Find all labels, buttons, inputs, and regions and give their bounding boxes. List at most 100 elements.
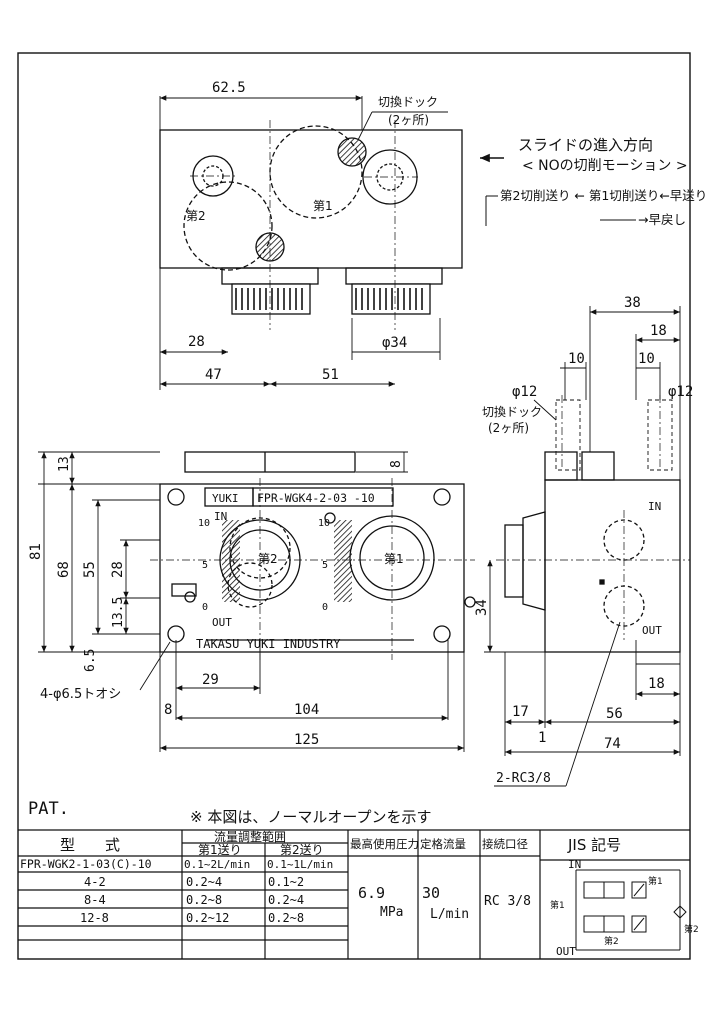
header-second-feed: 第2送り — [280, 842, 324, 857]
dim-47: 47 — [205, 367, 222, 383]
row-first-1: 0.1~2L/min — [184, 858, 250, 871]
header-jis: JIS 記号 — [567, 836, 621, 854]
row-first-3: 0.2~8 — [186, 893, 222, 907]
label-out-front: OUT — [212, 616, 232, 629]
scale-left-10: 10 — [198, 518, 210, 529]
row-first-4: 0.2~12 — [186, 911, 229, 925]
dim-29: 29 — [202, 672, 219, 688]
dim-8-top: 8 — [389, 460, 404, 468]
slide-note-title: スライドの進入方向 — [518, 136, 653, 154]
dim-1: 1 — [538, 730, 546, 746]
row-first-2: 0.2~4 — [186, 875, 222, 889]
jis-first-b: 第1 — [550, 899, 565, 911]
row-model-3: 8-4 — [84, 893, 106, 907]
jis-first-a: 第1 — [648, 875, 663, 887]
dim-56: 56 — [606, 706, 623, 722]
dim-17: 17 — [512, 704, 529, 720]
slide-note-return: →早戻し — [638, 212, 686, 227]
front-view — [38, 451, 476, 752]
slide-note-sequence: 第2切削送り ← 第1切削送り←早送り — [500, 188, 707, 203]
flow-value: 30 — [422, 884, 440, 902]
dim-81: 81 — [28, 543, 44, 560]
dim-62-5: 62.5 — [212, 80, 246, 96]
label-switch-dog: 切換ドック — [378, 95, 438, 109]
side-view — [484, 306, 690, 787]
port-value: RC 3/8 — [484, 894, 531, 909]
label-second-top: 第2 — [186, 209, 206, 223]
dim-55: 55 — [82, 561, 98, 578]
dim-34-side: 34 — [474, 599, 490, 616]
nameplate-brand: YUKI — [212, 492, 239, 505]
row-second-3: 0.2~4 — [268, 893, 304, 907]
top-view — [159, 95, 463, 390]
scale-right-10: 10 — [318, 518, 330, 529]
label-in-front: IN — [214, 510, 227, 523]
row-model-2: 4-2 — [84, 875, 106, 889]
ports-label: 2-RC3/8 — [496, 771, 551, 786]
label-second-front: 第2 — [258, 552, 278, 566]
row-second-2: 0.1~2 — [268, 875, 304, 889]
dim-18-bottom: 18 — [648, 676, 665, 692]
label-switch-dog-count-side: (2ヶ所) — [488, 421, 529, 435]
dim-104: 104 — [294, 702, 319, 718]
dim-phi12-left: φ12 — [512, 384, 537, 400]
slide-note-subtitle: < NOの切削モーション > — [522, 158, 688, 174]
label-in-side: IN — [648, 500, 661, 513]
row-second-4: 0.2~8 — [268, 911, 304, 925]
maker-name: TAKASU YUKI INDUSTRY — [196, 637, 341, 651]
header-flow-range: 流量調整範囲 — [214, 829, 286, 844]
pat-label: PAT. — [28, 799, 69, 819]
flow-unit: L/min — [430, 907, 469, 922]
label-switch-dog-count: (2ヶ所) — [388, 113, 429, 127]
header-first-feed: 第1送り — [198, 842, 242, 857]
pressure-value: 6.9 — [358, 884, 385, 902]
front-view-labels: YUKI FPR-WGK4-2-03 -10 TAKASU YUKI INDUS… — [28, 456, 404, 748]
spec-table-grid — [18, 829, 690, 959]
scale-right-0: 0 — [322, 602, 328, 613]
slide-direction-note: スライドの進入方向 < NOの切削モーション > 第2切削送り ← 第1切削送り… — [480, 136, 707, 227]
scale-right-5: 5 — [322, 560, 328, 571]
dim-8-bottom: 8 — [164, 702, 172, 718]
row-second-1: 0.1~1L/min — [267, 858, 333, 871]
dim-28-front: 28 — [110, 561, 126, 578]
drawing-border — [17, 52, 691, 960]
dim-38: 38 — [624, 295, 641, 311]
nameplate-model: FPR-WGK4-2-03 -10 — [257, 491, 375, 505]
dim-10-right: 10 — [638, 351, 655, 367]
dim-phi12-right: φ12 — [668, 384, 693, 400]
dim-74: 74 — [604, 736, 621, 752]
dim-125: 125 — [294, 732, 319, 748]
scale-left-0: 0 — [202, 602, 208, 613]
top-view-labels: 62.5 28 47 51 φ34 切換ドック (2ヶ所) 第2 第1 — [186, 80, 438, 383]
jis-symbol — [575, 869, 687, 951]
dim-10-left: 10 — [568, 351, 585, 367]
row-model-1: FPR-WGK2-1-03(C)-10 — [20, 857, 152, 871]
label-switch-dog-side: 切換ドック — [482, 405, 542, 419]
spec-table-text: 型 式 流量調整範囲 第1送り 第2送り 最高使用圧力 定格流量 接続口径 JI… — [20, 829, 621, 925]
dim-68: 68 — [56, 561, 72, 578]
header-rated-flow: 定格流量 — [420, 837, 466, 851]
jis-second-a: 第2 — [604, 935, 619, 947]
header-port: 接続口径 — [482, 837, 528, 851]
jis-in: IN — [568, 858, 581, 871]
pressure-unit: MPa — [380, 905, 403, 920]
dim-13-5: 13.5 — [111, 597, 126, 628]
header-model: 型 式 — [60, 836, 120, 854]
dim-6-5: 6.5 — [83, 649, 98, 672]
dim-phi34: φ34 — [382, 335, 407, 351]
dim-51: 51 — [322, 367, 339, 383]
side-view-labels: 38 18 10 10 φ12 φ12 切換ドック (2ヶ所) IN OUT 3… — [474, 295, 693, 786]
scale-left-5: 5 — [202, 560, 208, 571]
normal-open-note: ※ 本図は、ノーマルオープンを示す — [190, 808, 431, 826]
dim-18-top: 18 — [650, 323, 667, 339]
dim-28: 28 — [188, 334, 205, 350]
header-pressure: 最高使用圧力 — [350, 837, 419, 851]
jis-out: OUT — [556, 945, 576, 958]
row-model-4: 12-8 — [80, 911, 109, 925]
label-out-side: OUT — [642, 624, 662, 637]
label-first-front: 第1 — [384, 552, 404, 566]
dim-13: 13 — [57, 456, 72, 472]
label-first-top: 第1 — [313, 199, 333, 213]
mount-holes: 4-φ6.5トオシ — [40, 687, 121, 702]
